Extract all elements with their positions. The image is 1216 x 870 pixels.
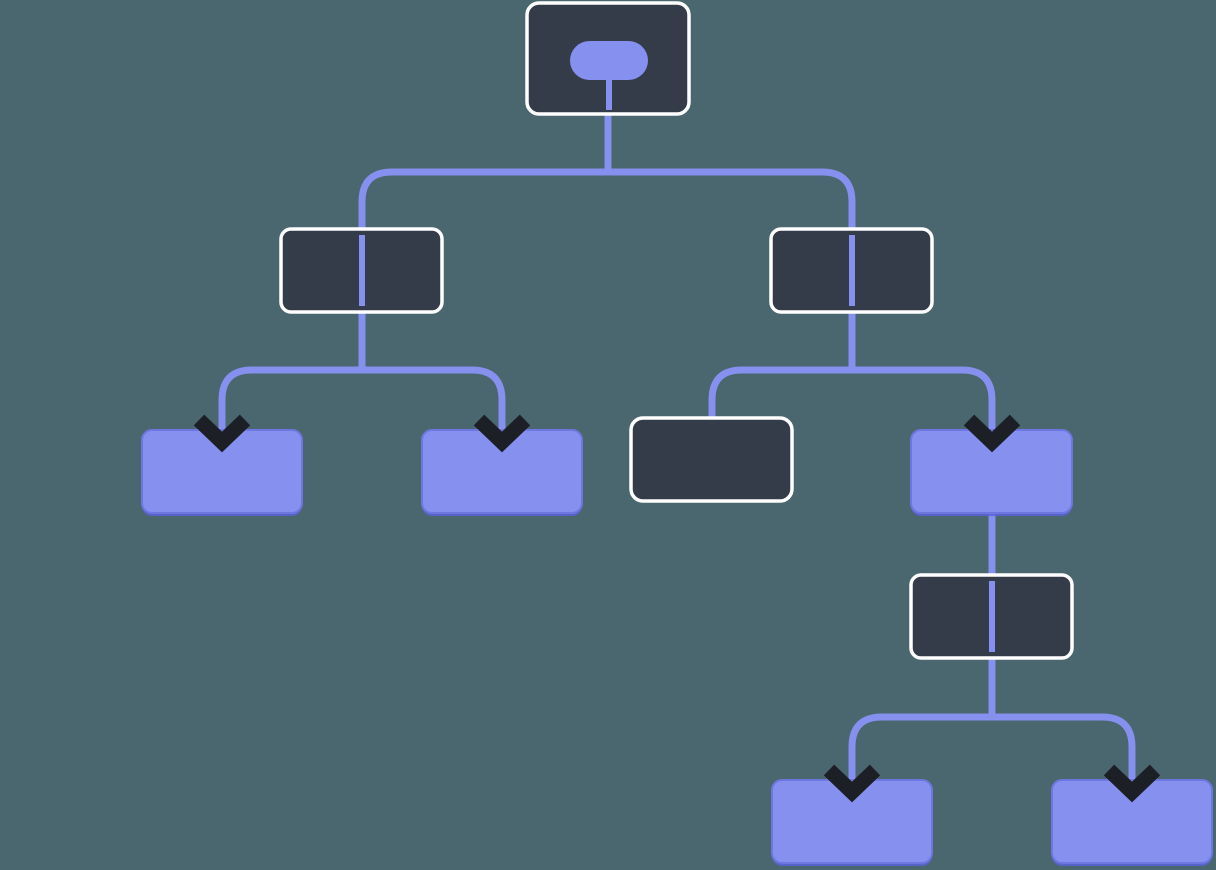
arrow-level2-leaf-2 (473, 414, 531, 453)
arrow-heads-layer (193, 414, 1161, 803)
arrow-level4-leaf-1 (823, 764, 881, 803)
node-body[interactable] (910, 429, 1073, 514)
arrow-level2-leaf-1 (193, 414, 251, 453)
node-level2-leaf-2[interactable] (421, 429, 583, 516)
node-body[interactable] (629, 416, 794, 503)
node-level4-leaf-2[interactable] (1051, 779, 1213, 866)
edge-to-level2-leaf-3 (852, 366, 996, 446)
node-body[interactable] (141, 429, 303, 514)
node-level4-leaf-1[interactable] (771, 779, 933, 866)
node-level2-leaf-3[interactable] (910, 429, 1073, 516)
node-root[interactable] (525, 1, 691, 116)
edge-to-level4-leaf-2 (992, 713, 1136, 796)
nodes-layer (141, 1, 1213, 866)
edge-root-to-level1-right (608, 168, 856, 229)
edge-to-level2-dark-plain (708, 366, 852, 418)
arrow-level2-leaf-3 (963, 414, 1021, 453)
arrow-level4-leaf-2 (1103, 764, 1161, 803)
edge-to-level2-leaf-2 (362, 366, 506, 446)
edge-root-to-level1-left (358, 168, 608, 229)
node-body[interactable] (1051, 779, 1213, 864)
node-body[interactable] (771, 779, 933, 864)
edge-to-level2-leaf-1 (218, 366, 362, 446)
node-pill-marker (570, 41, 648, 80)
edge-to-level4-leaf-1 (848, 713, 992, 796)
edges-over-layer (359, 78, 995, 652)
node-level2-dark-plain[interactable] (629, 416, 794, 503)
node-level2-leaf-1[interactable] (141, 429, 303, 516)
edges-layer (218, 60, 1136, 796)
node-body[interactable] (421, 429, 583, 514)
